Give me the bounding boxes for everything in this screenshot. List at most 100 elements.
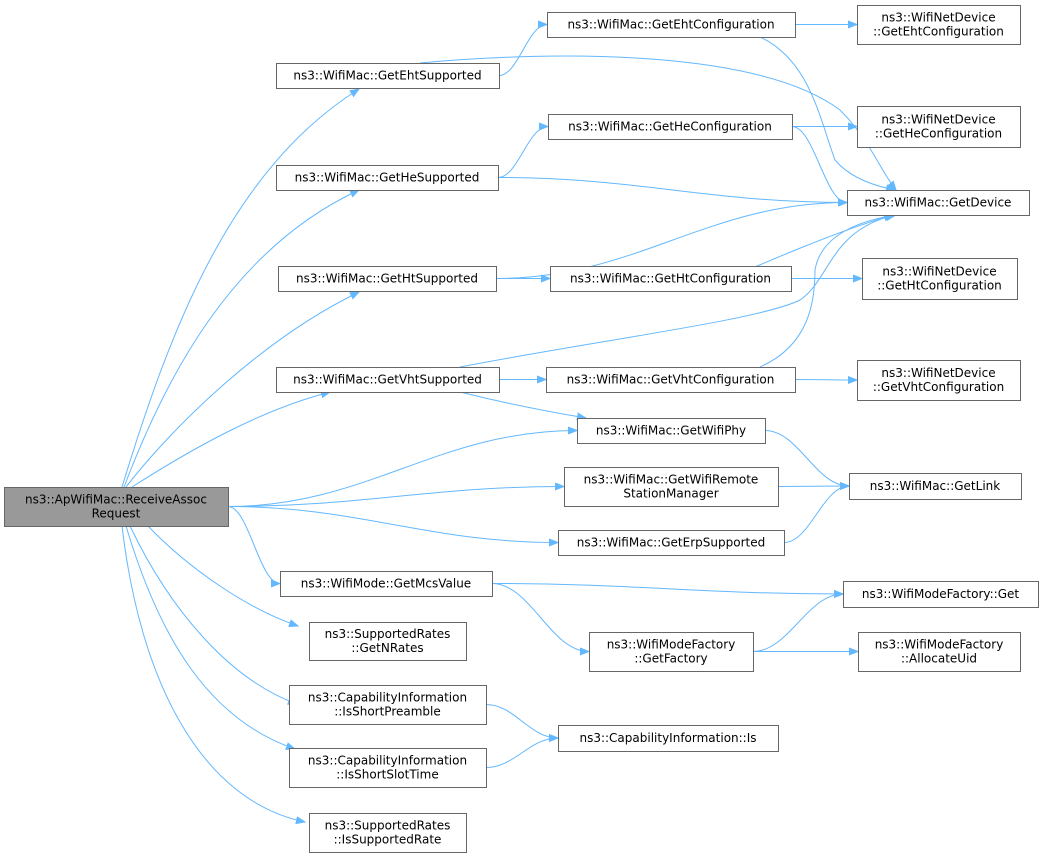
node-box [589, 632, 754, 672]
node-box [548, 114, 793, 140]
node-label: ns3::WifiMac::GetLink [870, 479, 1000, 493]
node-label: ns3::WifiMac::GetWifiRemote [584, 473, 759, 487]
node-label: ns3::SupportedRates [325, 627, 451, 641]
edge-is-short-preamble-to-capability-is [485, 704, 558, 739]
edge-get-eht-supported-to-get-eht-configuration [498, 25, 547, 76]
node-get-wifi-phy[interactable]: ns3::WifiMac::GetWifiPhy [577, 418, 766, 444]
edge-get-eht-supported-to-get-device [419, 55, 896, 190]
edge-receive-assoc-to-get-wifi-phy [227, 431, 577, 507]
node-label: ns3::WifiMac::GetWifiPhy [596, 424, 746, 438]
node-label: ns3::WifiMac::GetHeConfiguration [568, 120, 772, 134]
node-get-erp-supported[interactable]: ns3::WifiMac::GetErpSupported [558, 530, 785, 556]
edge-receive-assoc-to-get-n-rates [147, 525, 298, 626]
node-box [309, 813, 467, 853]
node-box [546, 367, 796, 393]
node-is-supported-rate[interactable]: ns3::SupportedRates::IsSupportedRate [309, 813, 467, 853]
node-get-eht-supported[interactable]: ns3::WifiMac::GetEhtSupported [276, 63, 500, 89]
node-label: ns3::WifiMac::GetHtSupported [296, 272, 478, 286]
node-get-eht-configuration[interactable]: ns3::WifiMac::GetEhtConfiguration [547, 12, 796, 38]
node-box [547, 12, 796, 38]
nodes-layer: ns3::ApWifiMac::ReceiveAssocRequestns3::… [4, 5, 1039, 853]
node-get-he-configuration[interactable]: ns3::WifiMac::GetHeConfiguration [548, 114, 793, 140]
node-label: ns3::WifiModeFactory [875, 638, 1004, 652]
node-label: ns3::WifiModeFactory::Get [862, 587, 1019, 601]
node-get-ht-supported[interactable]: ns3::WifiMac::GetHtSupported [278, 266, 497, 292]
node-is-short-preamble[interactable]: ns3::CapabilityInformation::IsShortPream… [289, 685, 487, 725]
node-label: Request [92, 507, 141, 521]
edge-get-he-supported-to-get-device [497, 177, 847, 203]
node-label: ::GetEhtConfiguration [873, 25, 1004, 39]
node-label: ns3::WifiModeFactory [607, 638, 736, 652]
node-label: ns3::WifiNetDevice [882, 265, 996, 279]
node-get-vht-supported[interactable]: ns3::WifiMac::GetVhtSupported [276, 367, 500, 393]
node-box [309, 622, 467, 661]
edge-get-he-supported-to-get-he-configuration [497, 127, 548, 178]
node-label: ::GetNRates [351, 641, 423, 655]
node-label: ::GetVhtConfiguration [873, 380, 1004, 394]
node-get-he-supported[interactable]: ns3::WifiMac::GetHeSupported [276, 165, 499, 191]
node-label: ns3::CapabilityInformation [308, 691, 467, 705]
node-box [862, 258, 1018, 300]
node-is-short-slot-time[interactable]: ns3::CapabilityInformation::IsShortSlotT… [289, 748, 487, 788]
node-get-mcs-value[interactable]: ns3::WifiMode::GetMcsValue [280, 571, 493, 597]
node-get-device[interactable]: ns3::WifiMac::GetDevice [847, 190, 1030, 216]
node-get-vht-configuration[interactable]: ns3::WifiMac::GetVhtConfiguration [546, 367, 796, 393]
node-box [857, 5, 1021, 45]
edge-get-factory-to-factory-get [752, 594, 843, 652]
edge-is-short-slot-time-to-capability-is [485, 738, 558, 768]
edge-get-vht-configuration-to-netdevice-get-vht-configuration [794, 380, 857, 381]
node-label: ::AllocateUid [901, 652, 977, 666]
edge-receive-assoc-to-get-wifi-remote-station-manager [227, 487, 564, 507]
node-capability-is[interactable]: ns3::CapabilityInformation::Is [558, 725, 779, 752]
edge-get-mcs-value-to-get-factory [491, 583, 589, 652]
edge-receive-assoc-to-get-ht-supported [125, 292, 359, 488]
node-box [289, 748, 487, 788]
node-get-factory[interactable]: ns3::WifiModeFactory::GetFactory [589, 632, 754, 672]
node-label: ns3::CapabilityInformation [308, 754, 467, 768]
node-factory-get[interactable]: ns3::WifiModeFactory::Get [843, 581, 1039, 608]
edge-receive-assoc-to-get-mcs-value [227, 506, 280, 584]
node-box [4, 487, 229, 527]
node-box [847, 190, 1030, 216]
node-netdevice-get-he-configuration[interactable]: ns3::WifiNetDevice::GetHeConfiguration [857, 106, 1021, 148]
node-box [858, 632, 1021, 672]
node-get-ht-configuration[interactable]: ns3::WifiMac::GetHtConfiguration [550, 266, 792, 292]
edge-receive-assoc-to-is-short-preamble [129, 525, 297, 704]
edge-get-wifi-phy-to-get-link [764, 430, 849, 487]
node-box [278, 266, 497, 292]
edge-receive-assoc-to-get-erp-supported [227, 506, 558, 543]
node-label: ns3::WifiMac::GetErpSupported [577, 536, 765, 550]
node-allocate-uid[interactable]: ns3::WifiModeFactory::AllocateUid [858, 632, 1021, 672]
node-label: ::GetHeConfiguration [875, 127, 1002, 141]
node-label: ns3::WifiMac::GetHeSupported [295, 171, 480, 185]
node-box [857, 106, 1021, 148]
node-label: ns3::WifiMode::GetMcsValue [301, 577, 471, 591]
node-netdevice-get-ht-configuration[interactable]: ns3::WifiNetDevice::GetHtConfiguration [862, 258, 1018, 300]
edge-get-mcs-value-to-factory-get [491, 583, 843, 595]
node-label: ns3::CapabilityInformation::Is [579, 731, 756, 745]
node-get-link[interactable]: ns3::WifiMac::GetLink [849, 473, 1022, 500]
edge-get-vht-supported-to-get-device [459, 215, 895, 368]
node-get-n-rates[interactable]: ns3::SupportedRates::GetNRates [309, 622, 467, 661]
node-label: ns3::WifiMac::GetVhtSupported [293, 373, 482, 387]
node-box [564, 467, 779, 507]
edge-get-vht-supported-to-get-wifi-phy [459, 391, 586, 418]
node-label: ns3::WifiNetDevice [881, 113, 995, 127]
node-box [849, 473, 1022, 500]
node-get-wifi-remote-station-manager[interactable]: ns3::WifiMac::GetWifiRemoteStationManage… [564, 467, 779, 507]
node-box [276, 367, 500, 393]
node-netdevice-get-vht-configuration[interactable]: ns3::WifiNetDevice::GetVhtConfiguration [857, 360, 1021, 401]
node-box [558, 725, 779, 752]
edge-get-wifi-remote-station-manager-to-get-link [777, 486, 849, 487]
node-label: ::IsShortPreamble [334, 705, 441, 719]
node-box [843, 581, 1039, 608]
node-netdevice-get-eht-configuration[interactable]: ns3::WifiNetDevice::GetEhtConfiguration [857, 5, 1021, 45]
node-label: ns3::WifiNetDevice [881, 366, 995, 380]
node-label: ::IsShortSlotTime [336, 768, 438, 782]
node-box [857, 360, 1021, 401]
edge-get-erp-supported-to-get-link [783, 486, 849, 543]
node-box [558, 530, 785, 556]
edge-receive-assoc-to-get-he-supported [123, 190, 359, 488]
